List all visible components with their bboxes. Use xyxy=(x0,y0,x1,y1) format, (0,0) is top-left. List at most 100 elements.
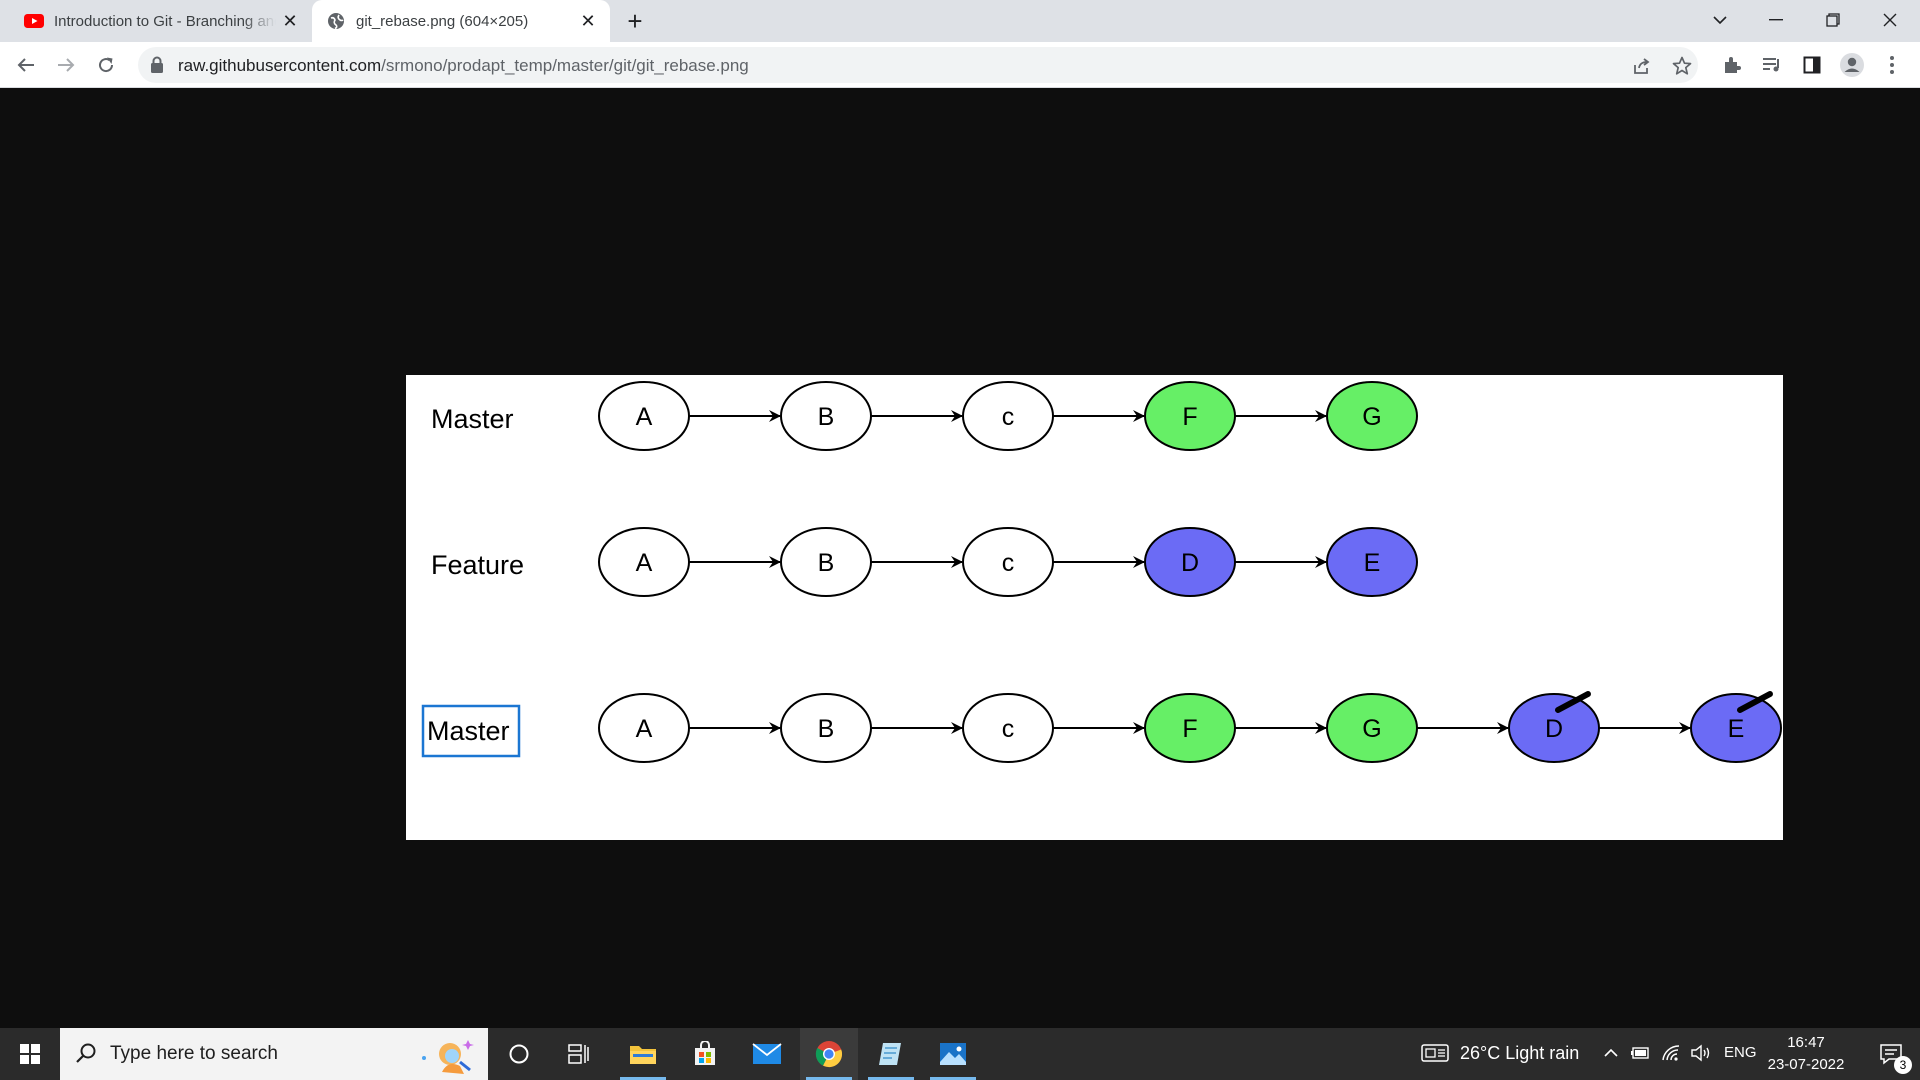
commit-label: F xyxy=(1182,403,1197,431)
cortana-circle-icon xyxy=(509,1044,529,1064)
commit-label: B xyxy=(818,403,835,431)
windows-taskbar: Type here to search 26°C Light rain xyxy=(0,1028,1920,1080)
chrome-button[interactable] xyxy=(800,1028,858,1080)
photos-button[interactable] xyxy=(924,1028,982,1080)
commit-label: c xyxy=(1002,549,1015,577)
bookmark-star-icon[interactable] xyxy=(1670,54,1694,78)
search-placeholder: Type here to search xyxy=(110,1043,278,1064)
rewritten-commit-mark xyxy=(1737,691,1773,713)
menu-kebab-icon[interactable] xyxy=(1880,53,1904,77)
wifi-icon[interactable] xyxy=(1660,1042,1682,1064)
lock-icon[interactable] xyxy=(150,56,168,74)
weather-icon[interactable] xyxy=(1420,1042,1450,1064)
commit-label: D xyxy=(1545,715,1563,743)
close-tab-icon[interactable]: ✕ xyxy=(580,10,596,31)
commit-label: B xyxy=(818,549,835,577)
windows-logo-icon xyxy=(20,1044,40,1064)
arrow-left-icon xyxy=(17,58,34,72)
youtube-icon xyxy=(24,11,44,31)
photos-icon xyxy=(940,1043,966,1065)
share-icon[interactable] xyxy=(1630,54,1654,78)
side-panel-icon[interactable] xyxy=(1800,53,1824,77)
task-view-icon xyxy=(568,1044,589,1064)
tab-search-button[interactable] xyxy=(1692,0,1748,40)
commit-label: A xyxy=(636,403,653,431)
language-indicator[interactable]: ENG xyxy=(1724,1044,1757,1061)
commit-label: F xyxy=(1182,715,1197,743)
branch-label: Master xyxy=(431,404,514,434)
commit-label: B xyxy=(818,715,835,743)
commit-label: D xyxy=(1181,549,1199,577)
commit-label: G xyxy=(1362,715,1381,743)
branch-label: Feature xyxy=(431,550,524,580)
clock-date: 23-07-2022 xyxy=(1767,1056,1845,1073)
battery-icon[interactable] xyxy=(1630,1042,1652,1064)
minimize-icon xyxy=(1769,19,1783,21)
media-control-icon[interactable] xyxy=(1760,53,1784,77)
close-tab-icon[interactable]: ✕ xyxy=(282,10,298,31)
weather-text[interactable]: 26°C Light rain xyxy=(1460,1043,1580,1063)
start-button[interactable] xyxy=(0,1028,60,1080)
restore-button[interactable] xyxy=(1805,0,1861,40)
commit-node xyxy=(1326,381,1418,451)
extensions-icon[interactable] xyxy=(1720,53,1744,77)
commit-label: A xyxy=(636,715,653,743)
microsoft-store-button[interactable] xyxy=(676,1028,734,1080)
arrow-right-icon xyxy=(58,58,75,72)
clock[interactable]: 16:47 23-07-2022 xyxy=(1760,1032,1852,1076)
commit-label: G xyxy=(1362,403,1381,431)
search-highlight-icon xyxy=(422,1040,474,1074)
minimize-button[interactable] xyxy=(1748,0,1804,40)
file-explorer-button[interactable] xyxy=(614,1028,672,1080)
profile-avatar-icon[interactable] xyxy=(1840,53,1864,77)
clock-time: 16:47 xyxy=(1787,1034,1825,1051)
address-bar[interactable]: raw.githubusercontent.com/srmono/prodapt… xyxy=(138,47,1698,83)
notepad-icon xyxy=(879,1043,901,1065)
mail-envelope-icon xyxy=(752,1043,782,1064)
chevron-down-icon xyxy=(1713,16,1727,25)
browser-toolbar: raw.githubusercontent.com/srmono/prodapt… xyxy=(0,42,1920,88)
notes-app-button[interactable] xyxy=(862,1028,920,1080)
task-view-button[interactable] xyxy=(550,1028,608,1080)
forward-button[interactable] xyxy=(50,49,82,81)
cortana-button[interactable] xyxy=(490,1028,548,1080)
notification-center-button[interactable]: 3 xyxy=(1862,1028,1920,1080)
taskbar-search-box[interactable]: Type here to search xyxy=(60,1028,488,1080)
restore-icon xyxy=(1826,13,1840,27)
search-icon xyxy=(76,1043,96,1063)
branch-label: Master xyxy=(427,716,510,746)
chevron-up-icon[interactable] xyxy=(1600,1042,1622,1064)
url-path: /srmono/prodapt_temp/master/git/git_reba… xyxy=(381,56,749,75)
rewritten-commit-mark xyxy=(1555,691,1591,713)
commit-label: E xyxy=(1728,715,1745,743)
close-window-button[interactable] xyxy=(1862,0,1918,40)
store-bag-icon xyxy=(695,1041,715,1065)
tab-youtube[interactable]: Introduction to Git - Branching and Merg… xyxy=(12,0,312,42)
close-icon xyxy=(1883,13,1897,27)
mail-button[interactable] xyxy=(738,1028,796,1080)
tab-image[interactable]: git_rebase.png (604×205) ✕ xyxy=(312,0,610,42)
back-button[interactable] xyxy=(10,49,42,81)
commit-label: c xyxy=(1002,403,1015,431)
reload-button[interactable] xyxy=(90,49,122,81)
notification-icon xyxy=(1880,1044,1902,1065)
notification-count-badge: 3 xyxy=(1894,1056,1912,1074)
url-host: raw.githubusercontent.com xyxy=(178,56,382,75)
new-tab-button[interactable]: + xyxy=(627,5,643,36)
globe-icon xyxy=(326,11,346,31)
folder-icon xyxy=(630,1046,656,1064)
commit-label: c xyxy=(1002,715,1015,743)
tab-title: Introduction to Git - Branching and Merg… xyxy=(54,12,276,30)
volume-icon[interactable] xyxy=(1690,1042,1712,1064)
url-text[interactable]: raw.githubusercontent.com/srmono/prodapt… xyxy=(178,56,749,76)
chrome-icon xyxy=(815,1041,843,1068)
reload-icon xyxy=(99,57,114,73)
commit-node xyxy=(1690,693,1782,763)
branch-label-highlight xyxy=(421,704,521,758)
commit-label: E xyxy=(1364,549,1381,577)
